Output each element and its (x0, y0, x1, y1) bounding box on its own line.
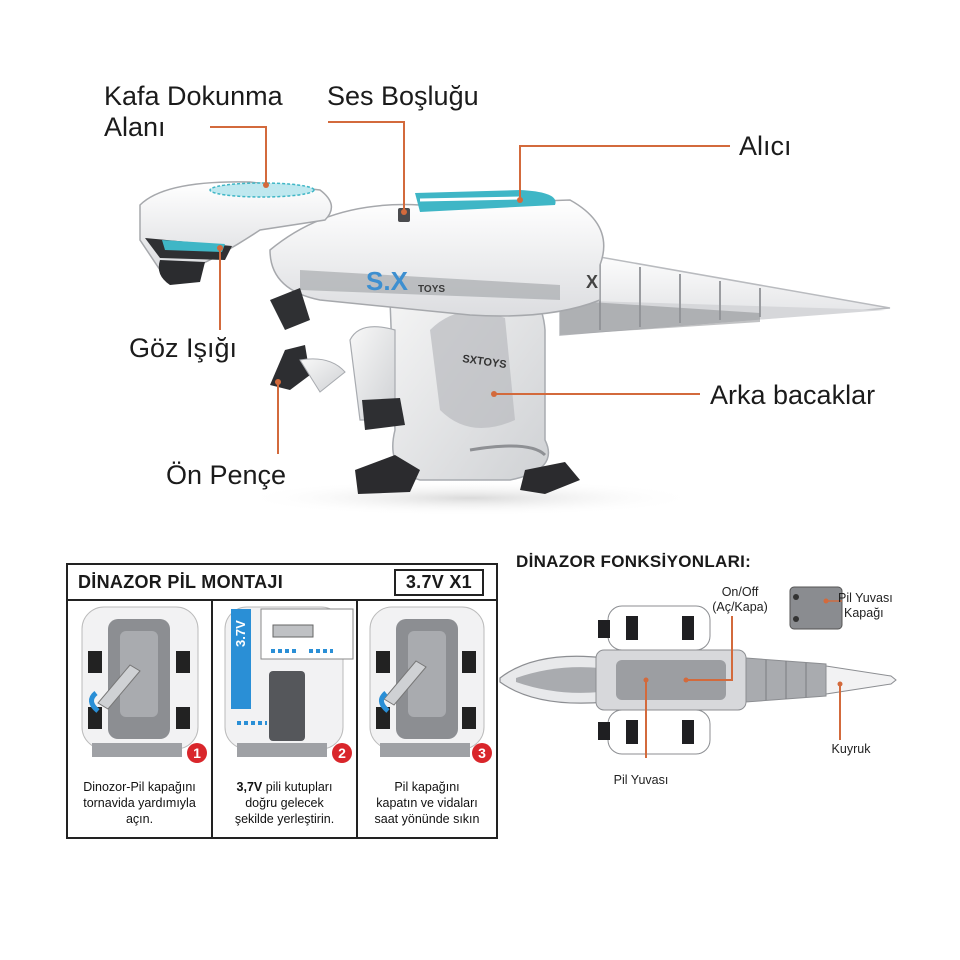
label-battery-cover-line2: Kapağı (844, 606, 884, 620)
step-3-caption: Pil kapağını kapatın ve vidaları saat yö… (362, 779, 492, 827)
battery-panel-header: DİNAZOR PİL MONTAJI 3.7V X1 (68, 565, 496, 601)
head (139, 181, 333, 330)
step-2-caption-bold: 3,7V (236, 780, 263, 794)
step-3-caption-line: saat yönünde sıkın (374, 812, 480, 826)
functions-title: DİNAZOR FONKSİYONLARI: (516, 552, 752, 571)
step-2-caption-line: şekilde yerleştirin. (234, 812, 335, 826)
label-battery-cover-line1: Pil Yuvası (838, 591, 893, 605)
step-3-badge: 3 (472, 743, 492, 763)
body-logo-sub: TOYS (418, 284, 445, 295)
step-1-caption: Dinozor-Pil kapağını tornavida yardımıyl… (72, 779, 207, 827)
callout-head-touch: Kafa Dokunma Alanı (104, 81, 283, 143)
step-2-battery-label: 3.7V (233, 620, 248, 647)
callout-head-touch-line1: Kafa Dokunma (104, 81, 283, 111)
step-1-caption-line: Dinozor-Pil kapağını (83, 780, 196, 794)
step-3-caption-line: Pil kapağını (394, 780, 460, 794)
step-2-badge: 2 (332, 743, 352, 763)
step-1-badge: 1 (187, 743, 207, 763)
step-2-caption-line: 3,7V pili kutupları (217, 779, 352, 795)
front-claw (270, 345, 346, 393)
label-onoff-line1: On/Off (721, 585, 759, 599)
battery-panel-title: DİNAZOR PİL MONTAJI (78, 572, 284, 592)
callout-receiver: Alıcı (739, 131, 792, 161)
battery-cover-illustration (789, 586, 843, 630)
step-1-illustration (81, 606, 199, 757)
side-logo: X (586, 272, 598, 292)
battery-spec-box: 3.7V X1 (393, 569, 484, 596)
step-1-caption-line: açın. (125, 812, 154, 826)
step-3-illustration (369, 606, 485, 757)
battery-assembly-panel: DİNAZOR PİL MONTAJI 3.7V X1 1 Dinozor-Pi… (66, 563, 498, 839)
label-onoff: On/Off (Aç/Kapa) (700, 585, 780, 615)
label-battery-cover: Pil Yuvası Kapağı (838, 591, 908, 621)
battery-step-3: 3 Pil kapağını kapatın ve vidaları saat … (358, 601, 496, 837)
label-tail: Kuyruk (831, 742, 871, 756)
step-2-caption-rest: pili kutupları (262, 780, 333, 794)
callout-leaders (210, 121, 730, 454)
callout-front-claw: Ön Pençe (166, 460, 287, 490)
label-onoff-line2: (Aç/Kapa) (712, 600, 768, 614)
step-2-caption-line: doğru gelecek (245, 796, 324, 810)
dinosaur-top-view (499, 605, 897, 758)
callout-head-touch-line2: Alanı (104, 112, 166, 142)
battery-step-1: 1 Dinozor-Pil kapağını tornavida yardımı… (68, 601, 213, 837)
battery-step-2: 3.7V 2 3,7V pili kutupları doğru gelecek… (213, 601, 358, 837)
body-logo: S.X (366, 266, 409, 296)
tail (559, 249, 891, 336)
callout-rear-legs: Arka bacaklar (710, 380, 876, 410)
step-1-caption-line: tornavida yardımıyla (83, 796, 196, 810)
step-2-caption: 3,7V pili kutupları doğru gelecek şekild… (217, 779, 352, 827)
callout-eye-light: Göz Işığı (129, 333, 238, 363)
ground-shadow (240, 480, 700, 516)
step-2-illustration (224, 606, 354, 757)
step-3-caption-line: kapatın ve vidaları (376, 796, 478, 810)
label-battery-slot: Pil Yuvası (613, 773, 669, 787)
dinosaur-illustration: S.X TOYS SXTOYS X (139, 121, 891, 516)
callout-sound-hole: Ses Boşluğu (327, 81, 479, 111)
